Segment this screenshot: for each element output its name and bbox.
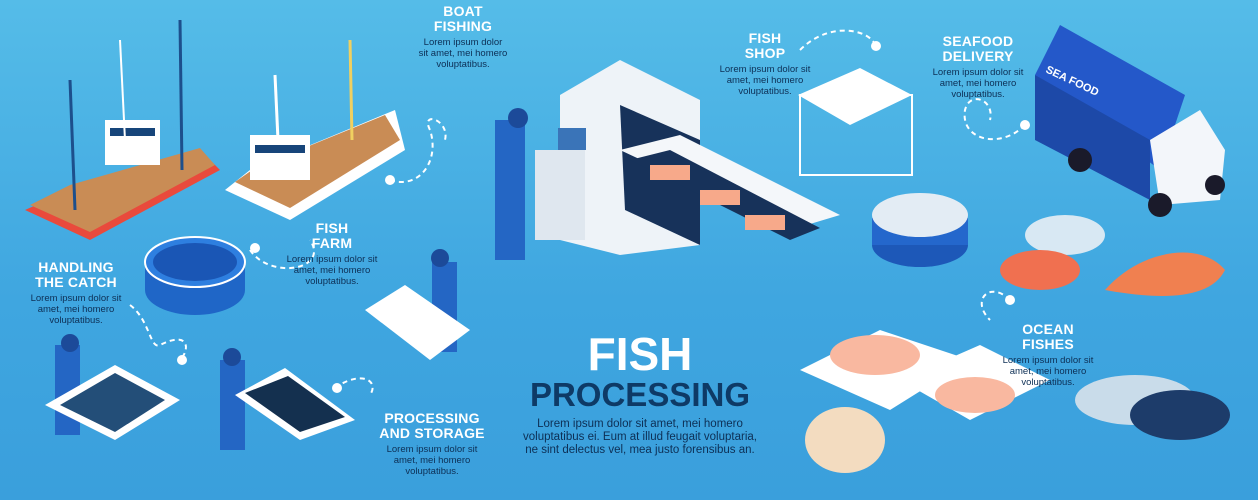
seafood-icons <box>800 215 1230 473</box>
section-body: Lorem ipsum dolor sit amet, mei homero v… <box>418 37 508 70</box>
section-handling-the-catch: HANDLING THE CATCH Lorem ipsum dolor sit… <box>24 259 128 327</box>
delivery-truck-icon: SEA FOOD <box>1035 25 1225 217</box>
fishing-boat-icon <box>225 39 405 220</box>
main-title-line1: FISH <box>587 328 693 380</box>
section-body: Lorem ipsum dolor sit amet, mei homero v… <box>1002 355 1094 388</box>
section-processing-and-storage: PROCESSING AND STORAGE Lorem ipsum dolor… <box>370 410 494 478</box>
main-body: Lorem ipsum dolor sit amet, mei homero v… <box>523 418 757 456</box>
section-title: OCEAN FISHES <box>1022 321 1074 352</box>
section-title: HANDLING THE CATCH <box>35 259 117 290</box>
section-body: Lorem ipsum dolor sit amet, mei homero v… <box>386 444 478 477</box>
connector-dots <box>177 41 1030 393</box>
processing-machine-icon <box>535 60 840 255</box>
section-body: Lorem ipsum dolor sit amet, mei homero v… <box>932 67 1024 100</box>
section-title: SEAFOOD DELIVERY <box>942 33 1014 64</box>
section-ocean-fishes: OCEAN FISHES Lorem ipsum dolor sit amet,… <box>996 321 1100 389</box>
dashed-connectors <box>129 29 1026 396</box>
section-body: Lorem ipsum dolor sit amet, mei homero v… <box>30 293 122 326</box>
fish-farm-pool-icon <box>144 236 246 315</box>
fishing-boat-icon <box>25 19 220 240</box>
main-title-line2: PROCESSING <box>529 376 751 413</box>
main-heading-block: FISH PROCESSING Lorem ipsum dolor sit am… <box>500 330 780 457</box>
section-fish-farm: FISH FARM Lorem ipsum dolor sit amet, me… <box>280 220 384 288</box>
section-title: FISH SHOP <box>744 30 786 61</box>
tin-can-icon <box>872 193 968 267</box>
section-body: Lorem ipsum dolor sit amet, mei homero v… <box>286 254 378 287</box>
section-boat-fishing: BOAT FISHING Lorem ipsum dolor sit amet,… <box>393 3 533 71</box>
section-fish-shop: FISH SHOP Lorem ipsum dolor sit amet, me… <box>715 30 815 98</box>
section-title: PROCESSING AND STORAGE <box>379 410 485 441</box>
section-body: Lorem ipsum dolor sit amet, mei homero v… <box>719 64 811 97</box>
section-title: FISH FARM <box>311 220 353 251</box>
section-title: BOAT FISHING <box>433 3 493 34</box>
work-table-icons <box>45 68 913 440</box>
section-seafood-delivery: SEAFOOD DELIVERY Lorem ipsum dolor sit a… <box>925 33 1031 101</box>
